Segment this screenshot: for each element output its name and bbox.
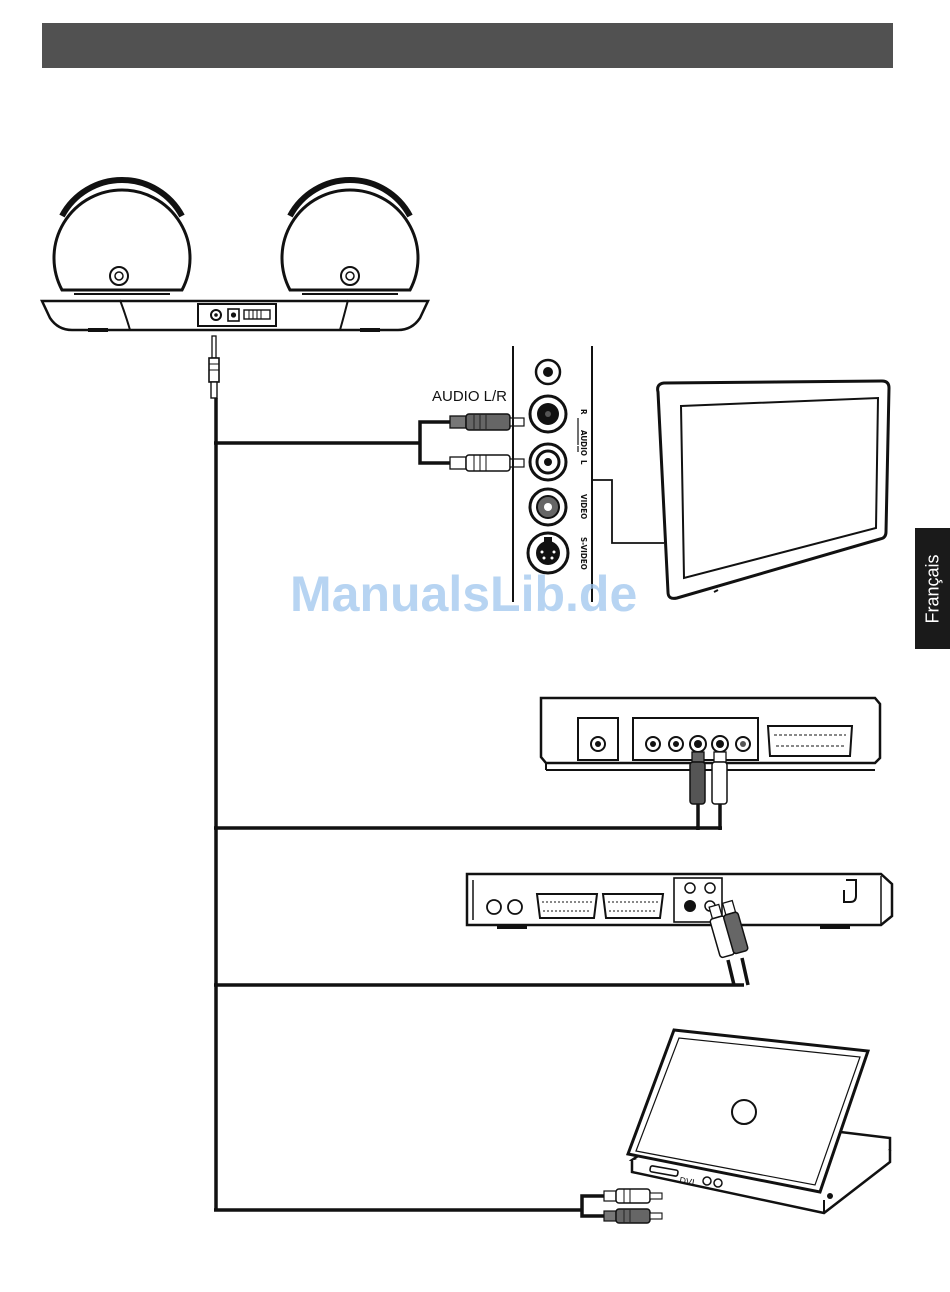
dvd-player bbox=[467, 874, 892, 929]
jack-label-l: L bbox=[579, 460, 588, 465]
jack-plug bbox=[209, 336, 219, 398]
right-speaker bbox=[282, 180, 418, 294]
tv-audio-cable bbox=[420, 414, 524, 471]
left-speaker bbox=[54, 180, 190, 294]
tv bbox=[658, 381, 889, 598]
jack-label-r: R bbox=[579, 409, 588, 415]
audio-lr-label: AUDIO L/R bbox=[432, 388, 507, 405]
tv-jack-panel: R AUDIO L VIDEO S-VIDEO bbox=[513, 346, 592, 602]
jack-label-svideo: S-VIDEO bbox=[579, 537, 588, 570]
watermark: ManualsLib.de bbox=[290, 566, 637, 622]
laptop-port-label: DVI bbox=[679, 1175, 696, 1187]
speaker-dock bbox=[42, 180, 428, 332]
laptop bbox=[628, 1030, 890, 1213]
panel-connector-line bbox=[592, 480, 664, 543]
jack-label-audio: AUDIO bbox=[579, 430, 588, 456]
receiver bbox=[541, 698, 880, 770]
laptop-audio-cable bbox=[582, 1189, 662, 1223]
jack-label-video: VIDEO bbox=[579, 494, 588, 519]
